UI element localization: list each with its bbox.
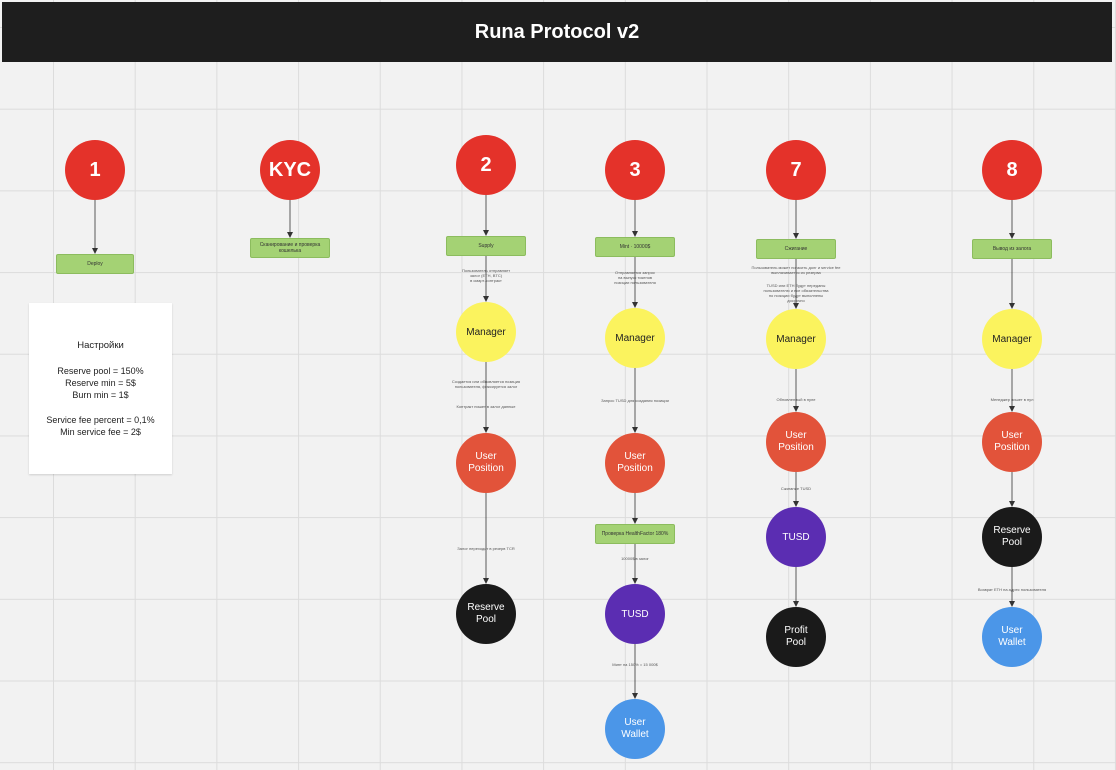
annotation-note: Отправляется запрос на выпуск токенов по… (614, 270, 656, 285)
connector-arrows (92, 195, 1015, 699)
annotation-note: Пользователь может погасить долг и servi… (751, 265, 841, 275)
annotation-note: Возврат ETH на адрес пользователя (977, 587, 1047, 592)
step-badge-kyc[interactable]: KYC (260, 140, 320, 200)
action-box-0[interactable]: Deploy (56, 254, 134, 274)
manager-node[interactable]: Manager (766, 309, 826, 369)
user-position-node[interactable]: User Position (605, 433, 665, 493)
step-badge-8[interactable]: 8 (982, 140, 1042, 200)
action-box-check-0[interactable]: Проверка HealthFactor 180% (595, 524, 675, 544)
annotation-note: TUSD или ETH будут переданы пользователю… (763, 283, 829, 303)
annotation-note: Минт на 150% = 15 000$ (612, 662, 658, 667)
settings-heading: Настройки (77, 339, 124, 351)
action-box-4[interactable]: Сжигание (756, 239, 836, 259)
manager-node[interactable]: Manager (982, 309, 1042, 369)
step-badge-1[interactable]: 1 (65, 140, 125, 200)
step-badge-2[interactable]: 2 (456, 135, 516, 195)
annotation-note: 10000$ в залог (621, 556, 649, 561)
settings-reserve-pool: Reserve pool = 150% (57, 365, 144, 376)
reserve-pool-node[interactable]: Reserve Pool (456, 584, 516, 644)
annotation-note: Запрос TUSD для создания позиции (601, 398, 669, 403)
profit-pool-node[interactable]: Profit Pool (766, 607, 826, 667)
settings-service-fee-percent: Service fee percent = 0,1% (46, 414, 155, 425)
tusd-node[interactable]: TUSD (605, 584, 665, 644)
settings-card[interactable]: Настройки Reserve pool = 150% Reserve mi… (29, 303, 172, 474)
settings-burn-min: Burn min = 1$ (72, 389, 129, 400)
action-box-5[interactable]: Вывод из залога (972, 239, 1052, 259)
manager-node[interactable]: Manager (456, 302, 516, 362)
action-box-1[interactable]: Сканирование и проверка кошелька (250, 238, 330, 258)
annotation-note: Менеджер пишет в пул (990, 397, 1034, 402)
user-position-node[interactable]: User Position (456, 433, 516, 493)
settings-reserve-min: Reserve min = 5$ (65, 377, 136, 388)
annotation-note: Контракт пишет в залог данные (456, 404, 516, 409)
board-title: Runa Protocol v2 (2, 2, 1112, 62)
annotation-note: Пользователь отправляет залог (ETH, BTC)… (461, 268, 511, 283)
action-box-3[interactable]: Mint · 10000$ (595, 237, 675, 257)
annotation-note: Создается или обновляется позиция пользо… (451, 379, 521, 389)
settings-min-service-fee: Min service fee = 2$ (60, 426, 141, 437)
tusd-node[interactable]: TUSD (766, 507, 826, 567)
action-box-2[interactable]: Supply (446, 236, 526, 256)
manager-node[interactable]: Manager (605, 308, 665, 368)
annotation-note: Залог переходит в резерв TCR (457, 546, 515, 551)
user-position-node[interactable]: User Position (982, 412, 1042, 472)
annotation-note: Сжигание TUSD (780, 486, 812, 491)
user-position-node[interactable]: User Position (766, 412, 826, 472)
annotation-note: Обновленный в пуле (776, 397, 816, 402)
board-title-text: Runa Protocol v2 (474, 20, 640, 43)
step-badge-7[interactable]: 7 (766, 140, 826, 200)
user-wallet-node[interactable]: User Wallet (982, 607, 1042, 667)
reserve-pool-node[interactable]: Reserve Pool (982, 507, 1042, 567)
step-badge-3[interactable]: 3 (605, 140, 665, 200)
user-wallet-node[interactable]: User Wallet (605, 699, 665, 759)
